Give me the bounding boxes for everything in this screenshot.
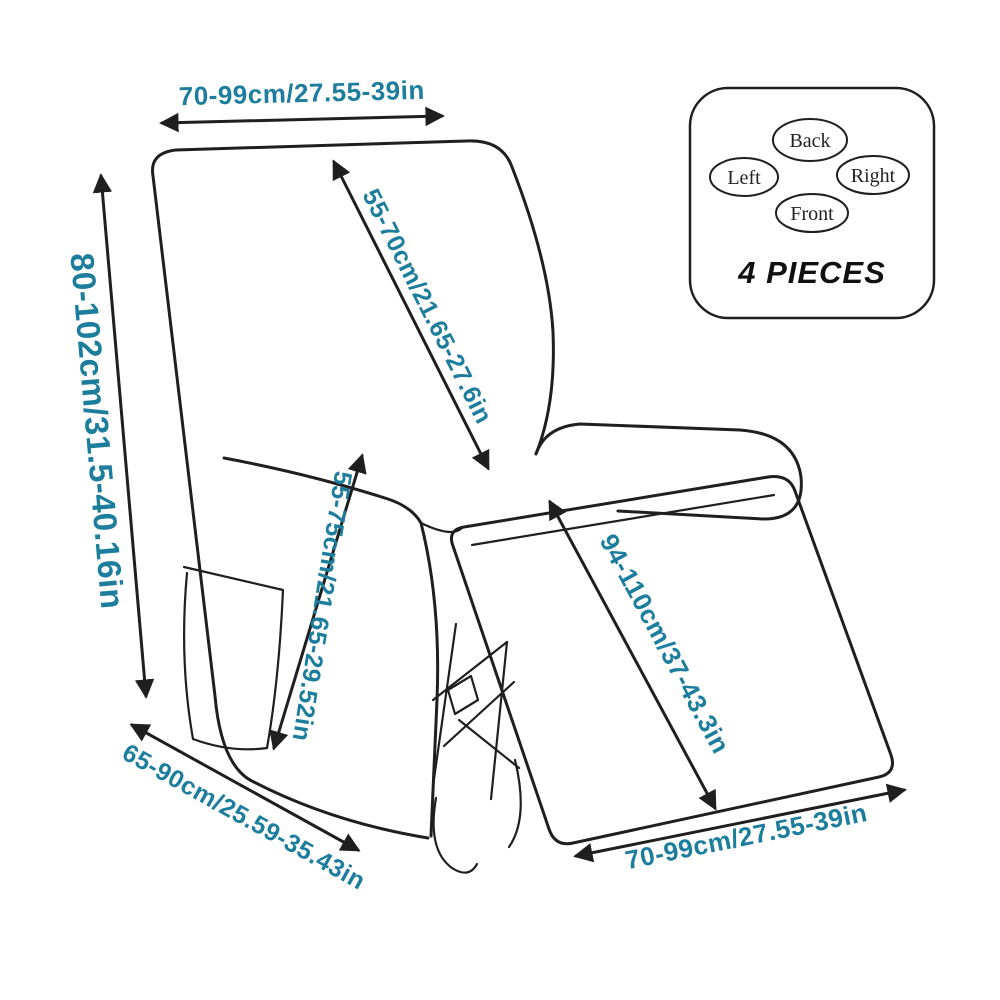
- piece-label-left: Left: [727, 167, 761, 189]
- backrest-length-label: 55-70cm/21.65-27.6in: [357, 185, 498, 429]
- piece-oval-front: [775, 193, 849, 233]
- pieces-count-label: 4 PIECES: [737, 255, 886, 290]
- piece-label-front: Front: [790, 203, 834, 225]
- seat-curve-path: [419, 521, 464, 534]
- backrest-path: [150, 139, 555, 456]
- piece-oval-right: [836, 155, 910, 195]
- footrest-width-label: 70-99cm/27.55-39in: [623, 797, 870, 875]
- mechanism-lines: [431, 622, 522, 874]
- base-depth-arrow: [129, 723, 361, 852]
- armrest-height-label: 55-75cm/21.65-29.52in: [287, 469, 357, 743]
- measurement-arrows: [92, 106, 907, 863]
- armrest-height-arrow: [269, 453, 367, 751]
- right-arm-path: [534, 422, 803, 521]
- top-width-arrow: [159, 106, 445, 133]
- pocket-path: [182, 565, 285, 751]
- piece-oval-left: [709, 157, 779, 197]
- piece-label-right: Right: [851, 165, 896, 187]
- piece-oval-back: [772, 118, 848, 162]
- top-width-label: 70-99cm/27.55-39in: [178, 75, 425, 111]
- footrest-width-arrow: [573, 783, 907, 863]
- piece-label-back: Back: [789, 130, 830, 152]
- footrest-path: [449, 475, 894, 846]
- left-height-arrow: [92, 173, 155, 699]
- footrest-length-label: 94-110cm/37-43.3in: [594, 529, 736, 759]
- backrest-length-arrow: [332, 159, 490, 471]
- base-depth-label: 65-90cm/25.59-35.43in: [118, 739, 371, 896]
- left-height-label: 80-102cm/31.5-40.16in: [63, 251, 131, 610]
- pieces-panel: Back Left Right Front 4 PIECES: [688, 86, 936, 320]
- footrest-length-arrow: [548, 499, 717, 811]
